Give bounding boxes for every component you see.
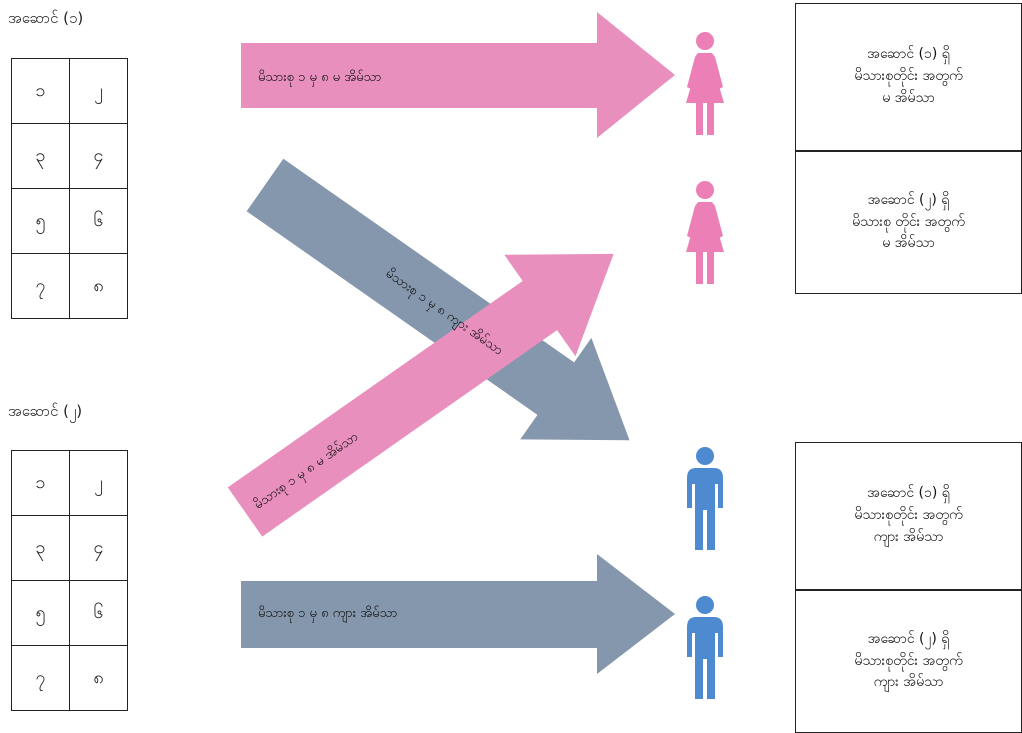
info-box-line: အဆောင် (၁) ရှိ	[867, 46, 950, 63]
arrow-top-pink-label: မိသားစု ၁ မှ ၈ မ အိမ်သာ	[258, 69, 381, 87]
male-icon	[687, 447, 723, 550]
info-box-line: ကျား အိမ်သာ	[873, 674, 944, 691]
room-cell: ၈	[69, 645, 128, 711]
info-box-building-1-male: အဆောင် (၁) ရှိ မိသားစုတိုင်း အတွက် ကျား …	[795, 442, 1022, 590]
info-box-line: အဆောင် (၂) ရှိ	[867, 191, 950, 208]
female-icon	[686, 32, 724, 135]
arrow-bottom-slate-label: မိသားစု ၁ မှ ၈ ကျား အိမ်သာ	[258, 605, 397, 623]
info-box-line: အဆောင် (၂) ရှိ	[867, 630, 950, 647]
female-icon	[686, 181, 724, 284]
info-box-building-2-male: အဆောင် (၂) ရှိ မိသားစုတိုင်း အတွက် ကျား …	[795, 590, 1022, 733]
info-box-line: မိသားစုတိုင်း အတွက်	[854, 652, 963, 669]
info-box-building-2-female: အဆောင် (၂) ရှိ မိသားစု တိုင်း အတွက် မ အိ…	[795, 151, 1022, 294]
info-box-line: မ အိမ်သာ	[882, 235, 935, 252]
arrow-diagonal-pink	[227, 253, 614, 537]
info-box-line: မိသားစုတိုင်း အတွက်	[854, 68, 963, 85]
info-box-building-1-female: အဆောင် (၁) ရှိ မိသားစုတိုင်း အတွက် မ အိမ…	[795, 3, 1022, 151]
room-cell: ၄	[69, 123, 128, 189]
room-cell: ၃	[11, 515, 70, 581]
info-box-line: ကျား အိမ်သာ	[873, 528, 944, 545]
info-box-line: မိသားစုတိုင်း အတွက်	[854, 507, 963, 524]
room-cell: ၇	[11, 645, 70, 711]
room-cell: ၅	[11, 188, 70, 254]
building-1-rooms-grid: ၁ ၂ ၃ ၄ ၅ ၆ ၇ ၈	[11, 58, 128, 319]
room-cell: ၆	[69, 580, 128, 646]
room-cell: ၄	[69, 515, 128, 581]
info-box-line: မိသားစု တိုင်း အတွက်	[852, 213, 965, 230]
room-cell: ၈	[69, 253, 128, 319]
building-2-rooms-grid: ၁ ၂ ၃ ၄ ၅ ၆ ၇ ၈	[11, 450, 128, 711]
arrow-top-pink	[241, 12, 675, 138]
room-cell: ၅	[11, 580, 70, 646]
info-box-line: မ အိမ်သာ	[882, 89, 935, 106]
male-icon	[687, 596, 723, 699]
room-cell: ၇	[11, 253, 70, 319]
arrow-bottom-slate	[241, 554, 675, 674]
building-2-title: အဆောင် (၂)	[8, 402, 83, 420]
building-1-title: အဆောင် (၁)	[8, 9, 84, 27]
arrow-diagonal-slate	[246, 158, 630, 441]
info-box-line: အဆောင် (၁) ရှိ	[867, 485, 950, 502]
